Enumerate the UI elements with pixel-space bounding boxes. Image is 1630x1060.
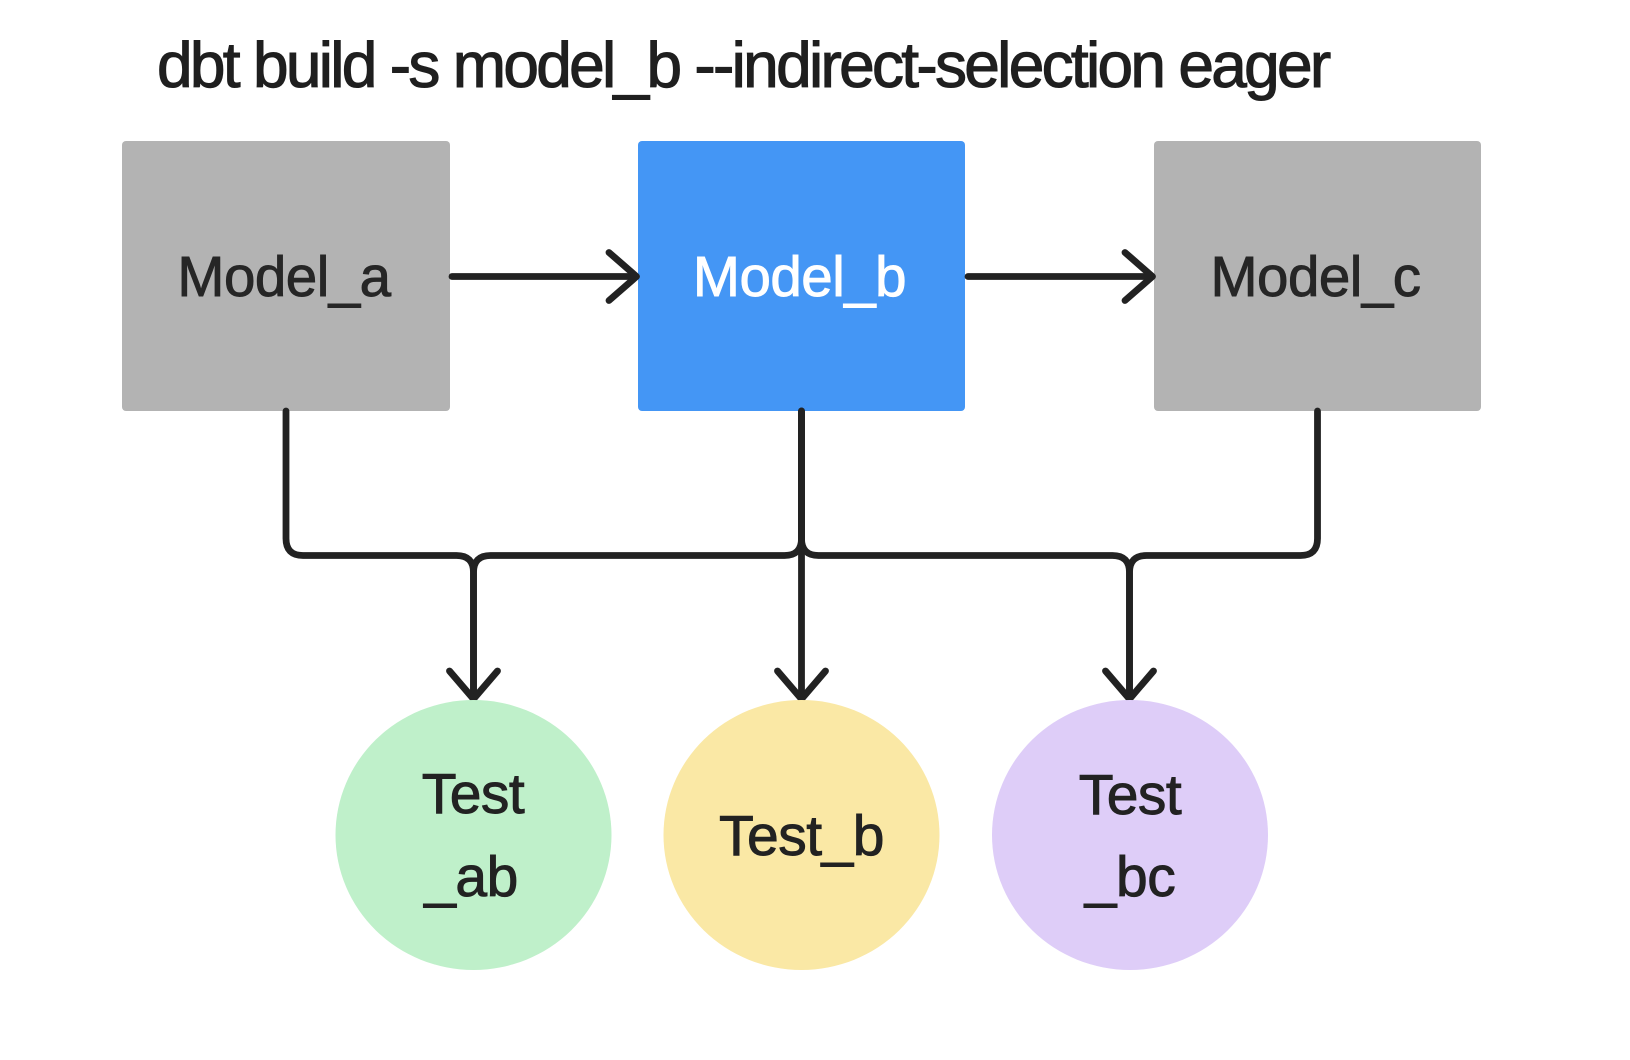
svg-text:dbt build -s model_b --indirec: dbt build -s model_b --indirect-selectio… bbox=[157, 29, 1331, 101]
svg-text:Test: Test bbox=[422, 762, 525, 826]
svg-text:Test_b: Test_b bbox=[719, 804, 884, 868]
svg-text:Model_b: Model_b bbox=[693, 245, 906, 308]
svg-text:_bc: _bc bbox=[1084, 845, 1175, 909]
svg-text:_ab: _ab bbox=[423, 845, 518, 909]
svg-text:Model_a: Model_a bbox=[177, 245, 391, 308]
svg-text:Test: Test bbox=[1079, 763, 1182, 827]
svg-text:Model_c: Model_c bbox=[1210, 245, 1420, 308]
